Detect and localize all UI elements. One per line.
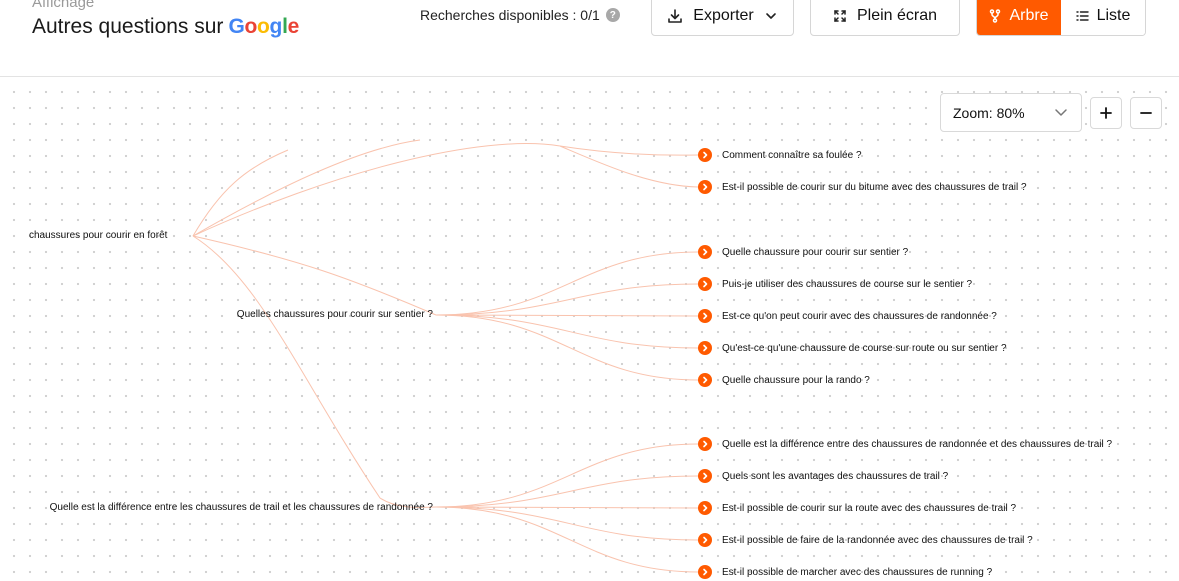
searches-available-text: Recherches disponibles : 0/1 [420, 7, 600, 23]
tab-list[interactable]: Liste [1061, 0, 1145, 35]
tree-leaf-node[interactable]: Puis-je utiliser des chaussures de cours… [698, 277, 972, 291]
tree-leaf-node[interactable]: Quelle chaussure pour courir sur sentier… [698, 245, 908, 259]
searches-available: Recherches disponibles : 0/1 ? [420, 7, 620, 23]
download-icon [668, 9, 683, 23]
tree-leaf-node[interactable]: Quelle chaussure pour la rando ? [698, 373, 870, 387]
fullscreen-button[interactable]: Plein écran [810, 0, 960, 36]
fullscreen-icon [834, 10, 846, 22]
tree-leaf-node[interactable]: Est-il possible de marcher avec des chau… [698, 565, 992, 579]
tree-branch-node[interactable]: Quelles chaussures pour courir sur senti… [236, 309, 433, 320]
section-label: Affichage [32, 0, 95, 11]
tree-leaf-node[interactable]: Est-il possible de courir sur du bitume … [698, 180, 1027, 194]
leaf-label: Quelle chaussure pour la rando ? [722, 374, 870, 386]
chevron-right-icon [698, 341, 712, 355]
chevron-down-icon [1055, 109, 1067, 116]
leaf-label: Est-il possible de courir sur du bitume … [722, 181, 1027, 193]
chevron-right-icon [698, 565, 712, 579]
tree-canvas[interactable]: Zoom: 80% chaussures pour courir en forê… [0, 78, 1179, 581]
leaf-label: Est-il possible de marcher avec des chau… [722, 566, 993, 578]
leaf-label: Puis-je utiliser des chaussures de cours… [722, 278, 973, 290]
chevron-right-icon [698, 148, 712, 162]
tree-root-node[interactable]: chaussures pour courir en forêt [29, 230, 168, 241]
chevron-down-icon [765, 13, 776, 19]
chevron-right-icon [698, 245, 712, 259]
google-logo: Google [228, 15, 300, 38]
fullscreen-label: Plein écran [856, 7, 938, 24]
top-header: Affichage Autres questions sur Google Re… [0, 0, 1179, 77]
chevron-right-icon [698, 469, 712, 483]
list-icon [1075, 11, 1089, 21]
chevron-right-icon [698, 501, 712, 515]
zoom-out-button[interactable] [1130, 97, 1162, 129]
zoom-value: 80% [996, 104, 1025, 121]
leaf-label: Est-il possible de courir sur la route a… [722, 502, 1017, 514]
chevron-right-icon [698, 180, 712, 194]
zoom-in-button[interactable] [1090, 97, 1122, 129]
leaf-label: Est-il possible de faire de la randonnée… [722, 534, 1033, 546]
tree-leaf-node[interactable]: Quelle est la différence entre des chaus… [698, 437, 1112, 451]
minus-icon [1140, 112, 1152, 114]
tree-leaf-node[interactable]: Qu'est-ce qu'une chaussure de course sur… [698, 341, 1007, 355]
tree-leaf-node[interactable]: Quels sont les avantages des chaussures … [698, 469, 948, 483]
zoom-prefix: Zoom: [953, 104, 993, 121]
tree-leaf-node[interactable]: Est-il possible de courir sur la route a… [698, 501, 1016, 515]
tree-leaf-node[interactable]: Comment connaître sa foulée ? [698, 148, 862, 162]
chevron-right-icon [698, 437, 712, 451]
tree-icon [990, 9, 1001, 23]
tree-branch-node[interactable]: Quelle est la différence entre les chaus… [49, 502, 433, 513]
tab-tree[interactable]: Arbre [977, 0, 1061, 35]
tree-leaf-node[interactable]: Est-ce qu'on peut courir avec des chauss… [698, 309, 997, 323]
zoom-select[interactable]: Zoom: 80% [940, 93, 1082, 132]
leaf-label: Est-ce qu'on peut courir avec des chauss… [722, 310, 997, 322]
chevron-right-icon [698, 533, 712, 547]
tree-leaf-node[interactable]: Est-il possible de faire de la randonnée… [698, 533, 1033, 547]
leaf-label: Quels sont les avantages des chaussures … [722, 470, 949, 482]
page-title-text: Autres questions sur [32, 15, 224, 38]
leaf-label: Comment connaître sa foulée ? [722, 149, 862, 161]
leaf-label: Quelle est la différence entre des chaus… [722, 438, 1113, 450]
plus-icon [1100, 107, 1112, 119]
chevron-right-icon [698, 309, 712, 323]
view-toggle: Arbre Liste [976, 0, 1146, 36]
export-button[interactable]: Exporter [651, 0, 794, 36]
page-title: Autres questions sur Google [32, 15, 299, 39]
chevron-right-icon [698, 373, 712, 387]
tab-tree-label: Arbre [1009, 7, 1049, 24]
leaf-label: Qu'est-ce qu'une chaussure de course sur… [722, 342, 1007, 354]
leaf-label: Quelle chaussure pour courir sur sentier… [722, 246, 909, 258]
help-icon[interactable]: ? [605, 8, 620, 22]
tree-links [192, 139, 699, 573]
tab-list-label: Liste [1096, 7, 1131, 24]
export-label: Exporter [693, 7, 754, 24]
chevron-right-icon [698, 277, 712, 291]
